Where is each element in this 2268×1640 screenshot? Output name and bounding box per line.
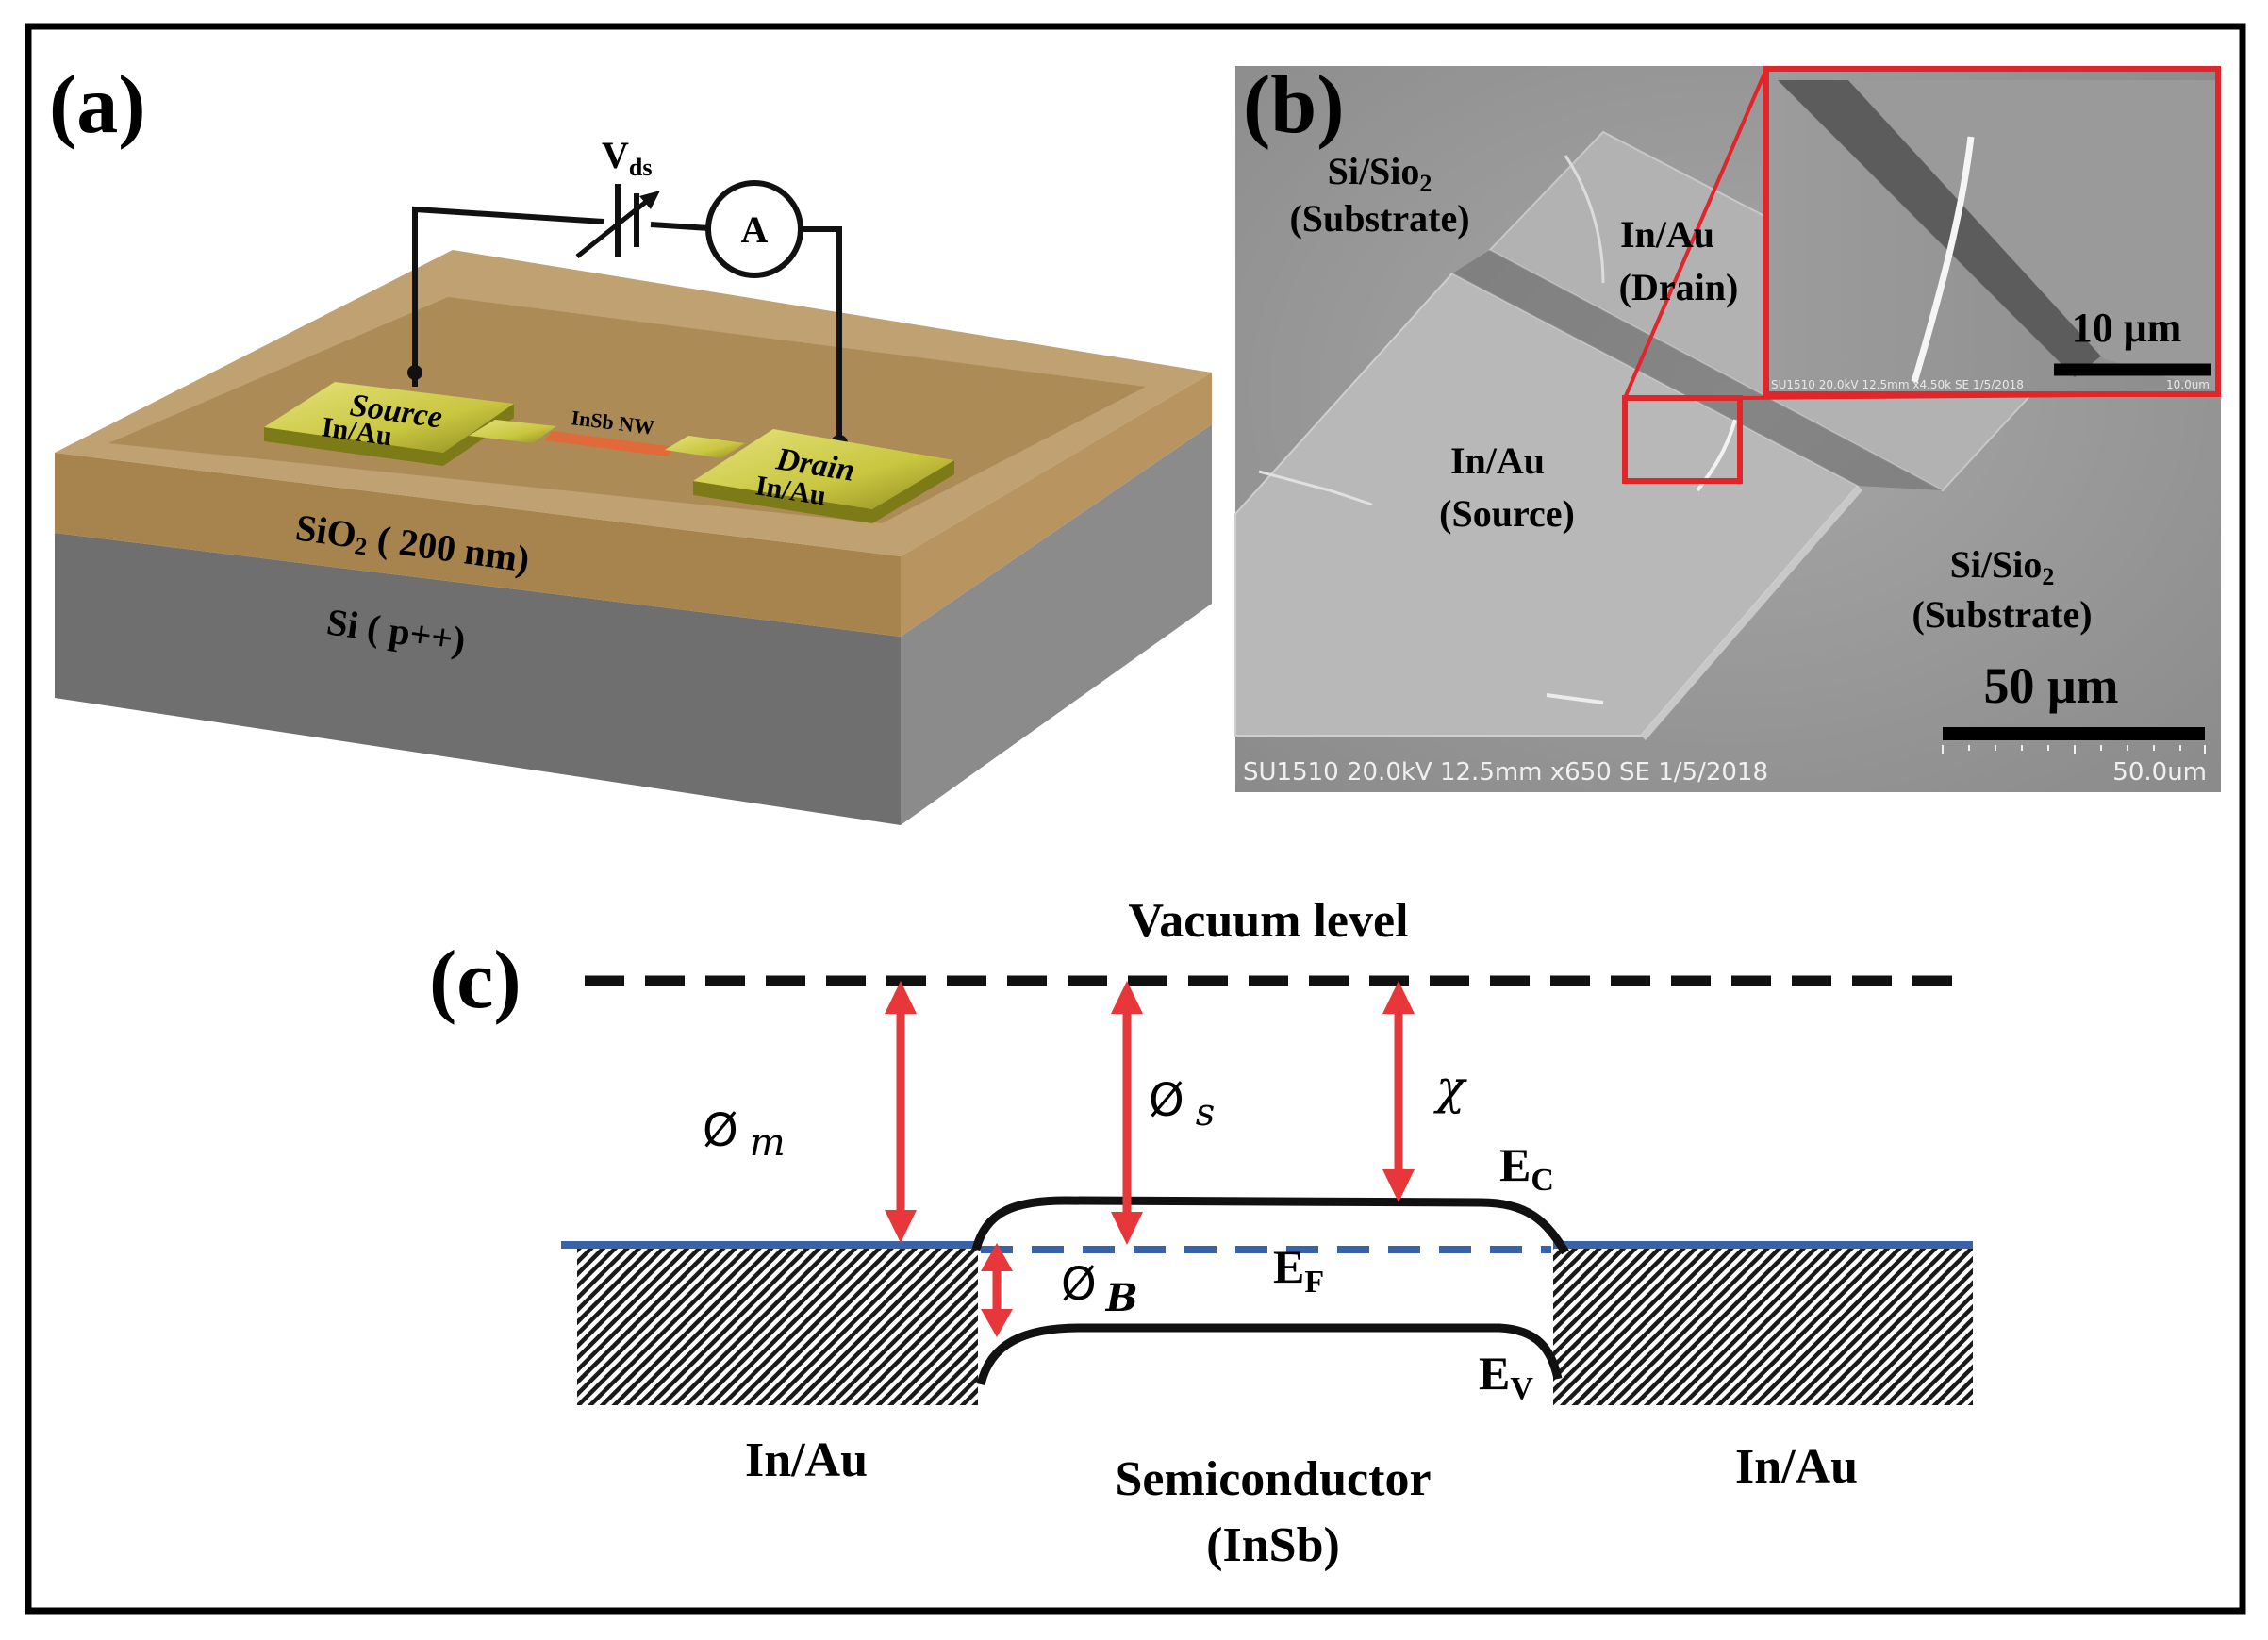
inset-nanowire [1911,136,1975,383]
semiconductor-label: Semiconductor [1115,1452,1431,1506]
panel-c-label: (c) [429,935,521,1026]
circuit-wire-right [802,226,842,443]
zoom-selection-box [1622,395,1743,484]
phi-b-arrow [981,1243,1013,1337]
sem-source-2: (Source) [1439,492,1575,535]
circuit-wire [412,206,604,387]
variable-arrow [575,196,653,258]
inset-pad-right [1848,80,2215,391]
sem-scale-text: 50.0um [2112,758,2207,787]
sem-debris-3 [1546,693,1604,704]
chi-arrow [1382,981,1415,1202]
zoom-line-top [1623,68,1768,399]
panel-a-label: (a) [49,59,146,151]
metal-right-label: In/Au [1735,1440,1858,1494]
insb-nanowire [545,431,674,456]
ef-label: EF [1273,1240,1324,1300]
ec-label: EC [1499,1138,1554,1198]
phi-s-arrow [1111,981,1143,1245]
inset-info: SU1510 20.0kV 12.5mm x4.50k SE 1/5/2018 [1771,378,2024,391]
panel-c-band-diagram: (c) Vacuum level [429,894,1973,1572]
vacuum-level-label: Vacuum level [1128,894,1408,948]
metal-right-region [1553,1245,1973,1405]
sem-substrate-br-2: (Substrate) [1912,593,2092,636]
panel-b-sem-image: SU1510 20.0kV 12.5mm x4.50k SE 1/5/2018 … [1234,59,2221,792]
figure-border [25,23,2246,1615]
semiconductor-sub-label: (InSb) [1206,1518,1340,1572]
drain-pad-shadow [693,460,954,523]
sem-drain-2: (Drain) [1619,266,1739,308]
source-pad-shadow [264,404,514,466]
sem-debris-2 [1258,470,1373,506]
sem-scale-ticks [1942,745,2206,754]
ev-label: EV [1479,1347,1533,1406]
si-block-front [55,533,901,825]
oxide-front [55,453,901,637]
sem-substrate-tl: Si/Sio2 [1328,150,1432,197]
valence-band [976,1323,1563,1386]
ammeter-circle [705,180,803,278]
sem-gap [1452,250,1943,490]
ammeter-label: A [741,208,769,251]
circuit-wire-mid [650,222,710,231]
si-block-side [901,424,1212,825]
panel-a-device-schematic: (a) Vds A Source In/Au InSb N [49,59,1212,825]
source-neck [469,420,556,443]
phi-m-arrow [885,981,917,1243]
metal-left-region [577,1245,978,1405]
sem-source-pad-lower [1641,486,1862,740]
drain-pad [693,429,954,509]
vds-label: Vds [602,134,652,181]
panel-b-label: (b) [1243,59,1345,151]
sem-drain-1: In/Au [1620,213,1714,256]
oxide-side [901,373,1212,637]
inset-scale-label: 10 μm [2072,305,2182,351]
sem-source-1: In/Au [1450,439,1545,482]
sem-info-text: SU1510 20.0kV 12.5mm x650 SE 1/5/2018 [1243,758,1768,787]
chi-label: χ [1433,1060,1467,1115]
inset-scale-text: 10.0um [2166,378,2210,391]
metal-left-label: In/Au [745,1433,868,1487]
source-contact-dot [407,365,422,380]
sem-substrate-br: Si/Sio2 [1950,543,2055,590]
sem-nanowire [1696,419,1737,492]
source-pad [264,382,514,453]
variable-arrow-head [639,191,660,209]
sem-substrate-tl-2: (Substrate) [1289,197,1469,240]
sem-debris-1 [1564,155,1605,284]
drain-neck [665,436,745,458]
conduction-band [971,1196,1569,1255]
main-scale-label: 50 μm [1983,657,2118,714]
